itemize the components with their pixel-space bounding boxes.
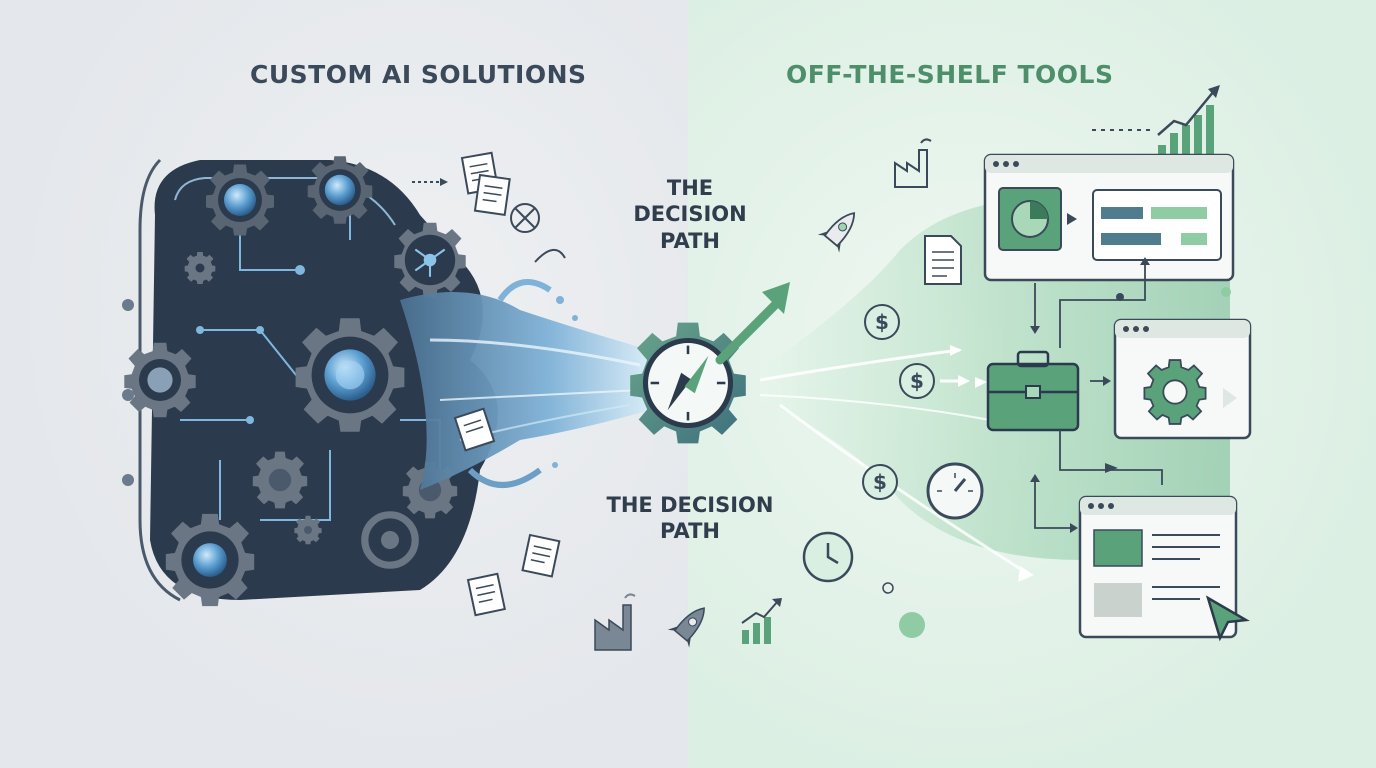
title-line: PATH bbox=[660, 519, 720, 544]
gear-icon bbox=[206, 164, 274, 236]
growth-chart-icon bbox=[1157, 85, 1220, 157]
title-line: DECISION bbox=[633, 202, 747, 227]
gear-icon bbox=[124, 342, 196, 418]
clock-icon bbox=[802, 531, 854, 583]
title-line: THE DECISION bbox=[606, 493, 774, 517]
document-icon bbox=[473, 173, 511, 216]
browser-window-icon bbox=[1113, 318, 1252, 440]
off-the-shelf-heading: OFF-THE-SHELF TOOLS bbox=[786, 60, 1114, 89]
growth-chart-icon bbox=[741, 598, 782, 644]
document-icon bbox=[924, 235, 962, 285]
rocket-icon bbox=[667, 607, 705, 648]
cursor-icon bbox=[1205, 595, 1250, 642]
decision-path-title-bottom: THE DECISION PATH bbox=[570, 492, 810, 545]
gear-icon bbox=[361, 511, 419, 569]
gear-icon bbox=[252, 451, 308, 509]
compass-gear-icon bbox=[630, 322, 746, 444]
gear-icon bbox=[184, 252, 216, 284]
svg-text:$: $ bbox=[910, 369, 924, 393]
gauge-icon bbox=[926, 462, 984, 520]
gear-icon bbox=[294, 515, 322, 545]
document-icon bbox=[466, 572, 507, 617]
document-icon bbox=[453, 407, 496, 452]
browser-window-icon bbox=[1078, 495, 1238, 639]
gear-icon bbox=[1143, 359, 1207, 425]
svg-text:$: $ bbox=[873, 470, 887, 494]
factory-icon bbox=[594, 593, 636, 651]
gear-icon bbox=[165, 513, 255, 607]
gear-icon bbox=[307, 156, 373, 224]
network-node-icon bbox=[510, 203, 540, 233]
svg-text:$: $ bbox=[875, 310, 889, 334]
title-line: THE bbox=[666, 176, 714, 200]
flow-connectors bbox=[1034, 263, 1163, 529]
browser-window-icon bbox=[983, 153, 1235, 282]
direction-arrow bbox=[715, 282, 790, 365]
toolbox-icon bbox=[986, 350, 1080, 432]
water-flow bbox=[400, 279, 650, 490]
dollar-coin-icon: $ bbox=[864, 304, 900, 340]
factory-icon bbox=[894, 138, 932, 188]
decision-path-title-top: THE DECISION PATH bbox=[600, 175, 780, 254]
title-line: PATH bbox=[660, 228, 720, 253]
dollar-coin-icon: $ bbox=[899, 363, 935, 399]
gear-icon bbox=[295, 318, 405, 432]
dollar-coin-icon: $ bbox=[862, 464, 898, 500]
network-node-icon bbox=[394, 222, 466, 298]
rocket-icon bbox=[817, 212, 856, 253]
document-icon bbox=[521, 533, 561, 578]
custom-ai-heading: CUSTOM AI SOLUTIONS bbox=[250, 60, 587, 89]
